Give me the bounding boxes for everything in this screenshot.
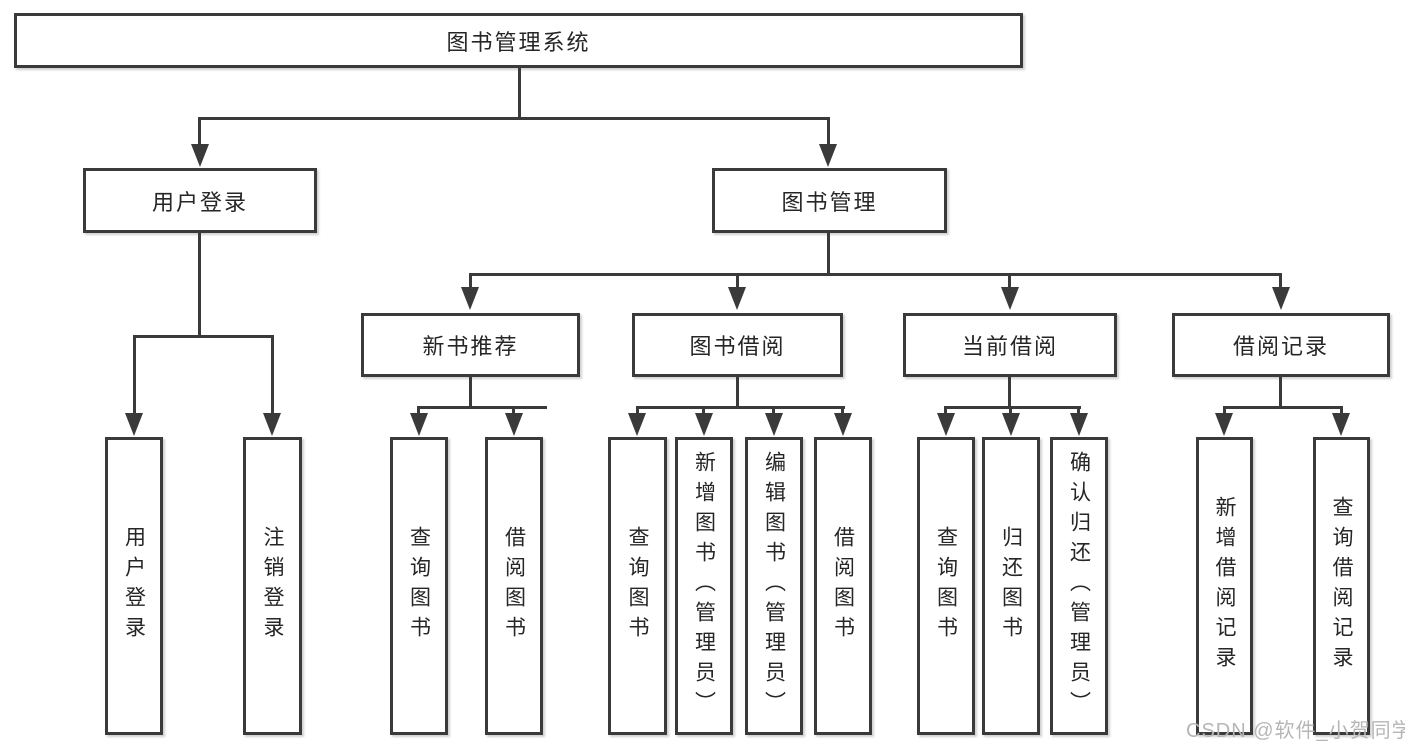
leaf-borrow-books-recommend: 借阅图书 [485, 437, 543, 735]
connector-recommend-stem [469, 377, 472, 408]
arrowhead-g3-2 [695, 413, 713, 436]
connector-stem-borrowing [736, 276, 739, 288]
connector-stem-leaf-login [133, 338, 136, 414]
connector-stem-user-login [198, 120, 201, 146]
connector-stem-g2-1 [417, 409, 420, 415]
leaf-logout: 注销登录 [243, 437, 302, 735]
connector-userlogin-stem [198, 233, 201, 337]
connector-stem-g2-2 [512, 409, 515, 415]
arrowhead-g4-3 [1070, 413, 1088, 436]
node-current-borrowing: 当前借阅 [903, 313, 1117, 377]
connector-stem-g5-1 [1223, 409, 1226, 415]
leaf-user-login: 用户登录 [105, 437, 163, 735]
connector-records-stem [1279, 377, 1282, 408]
connector-current-hline [944, 406, 1081, 409]
arrowhead-leaf-login [125, 413, 143, 436]
arrowhead-user-login [191, 144, 209, 167]
node-user-login: 用户登录 [83, 168, 317, 233]
connector-stem-g3-3 [772, 409, 775, 415]
leaf-return-books: 归还图书 [982, 437, 1040, 735]
connector-stem-book-mgmt [827, 120, 830, 146]
csdn-watermark: CSDN @软件_小贺同学 [1186, 720, 1405, 742]
arrowhead-g5-2 [1332, 413, 1350, 436]
connector-stem-recommend [469, 276, 472, 288]
arrowhead-g2-2 [505, 413, 523, 436]
arrowhead-borrowing [728, 287, 746, 310]
arrowhead-g5-1 [1215, 413, 1233, 436]
node-book-management: 图书管理 [712, 168, 947, 233]
arrowhead-g3-1 [628, 413, 646, 436]
connector-stem-leaf-logout [271, 338, 274, 414]
leaf-add-books-admin: 新增图书（管理员） [675, 437, 733, 735]
connector-userlogin-hline [133, 335, 274, 338]
arrowhead-leaf-logout [263, 413, 281, 436]
connector-borrowing-stem [736, 377, 739, 408]
connector-stem-records [1279, 276, 1282, 288]
leaf-query-books-borrowing: 查询图书 [608, 437, 667, 735]
connector-stem-g3-4 [841, 409, 844, 415]
arrowhead-g3-4 [834, 413, 852, 436]
leaf-edit-books-admin: 编辑图书（管理员） [745, 437, 803, 735]
connector-records-hline [1223, 406, 1343, 409]
root-node-library-system: 图书管理系统 [14, 13, 1023, 68]
leaf-query-books-recommend: 查询图书 [390, 437, 448, 735]
connector-stem-g3-1 [636, 409, 639, 415]
connector-stem-g4-1 [944, 409, 947, 415]
leaf-borrow-books: 借阅图书 [814, 437, 872, 735]
connector-stem-g5-2 [1340, 409, 1343, 415]
leaf-query-borrow-record: 查询借阅记录 [1313, 437, 1370, 735]
arrowhead-g2-1 [410, 413, 428, 436]
connector-level1-hline [198, 117, 830, 120]
connector-stem-g4-2 [1009, 409, 1012, 415]
connector-borrowing-hline [636, 406, 845, 409]
arrowhead-current [1001, 287, 1019, 310]
connector-level2-hline [469, 273, 1282, 276]
connector-stem-g4-3 [1077, 409, 1080, 415]
leaf-add-borrow-record: 新增借阅记录 [1196, 437, 1253, 735]
connector-stem-current [1008, 276, 1011, 288]
arrowhead-records [1272, 287, 1290, 310]
connector-current-stem [1008, 377, 1011, 408]
arrowhead-g3-3 [765, 413, 783, 436]
connector-mgmt-stem [827, 233, 830, 275]
connector-root-stem [518, 68, 521, 120]
connector-recommend-hline [417, 406, 547, 409]
arrowhead-recommend [461, 287, 479, 310]
arrowhead-g4-1 [937, 413, 955, 436]
node-book-borrowing: 图书借阅 [632, 313, 843, 377]
arrowhead-g4-2 [1002, 413, 1020, 436]
connector-stem-g3-2 [702, 409, 705, 415]
node-new-book-recommendation: 新书推荐 [361, 313, 580, 377]
leaf-query-books-current: 查询图书 [917, 437, 975, 735]
arrowhead-book-mgmt [819, 144, 837, 167]
leaf-confirm-return-admin: 确认归还（管理员） [1050, 437, 1108, 735]
node-borrowing-records: 借阅记录 [1172, 313, 1390, 377]
